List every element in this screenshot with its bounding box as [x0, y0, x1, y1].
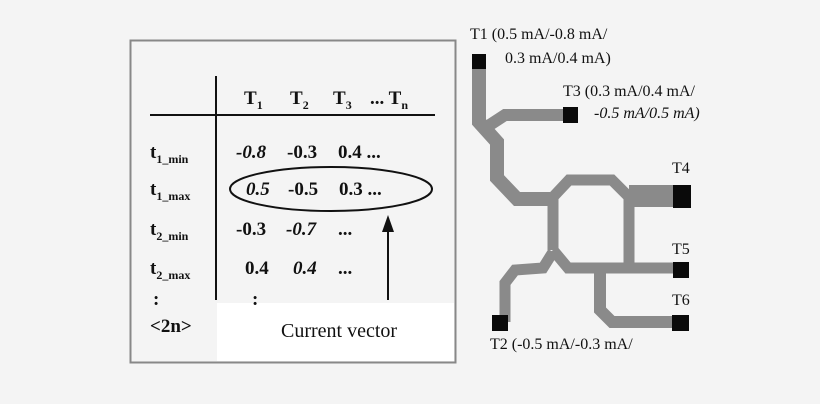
pad-t3 [563, 107, 578, 123]
t3-label-line1: T3 (0.3 mA/0.4 mA/ [563, 83, 695, 100]
pad-t4 [673, 185, 691, 208]
trace-t2 [499, 249, 558, 322]
pad-t2 [492, 315, 508, 331]
current-vector-ellipse [229, 166, 433, 212]
cell: ... [338, 258, 353, 279]
column-header-t3: T3 [333, 88, 352, 112]
annotation-background [217, 303, 454, 361]
t4-label: T4 [672, 160, 690, 177]
trace-t3 [478, 109, 571, 136]
row-label-t1-max: t1_max [150, 179, 191, 203]
column-header-t2: T2 [290, 88, 309, 112]
cell: 0.4 ... [338, 142, 381, 163]
cell-ellipsis: : [252, 289, 259, 310]
row-label-t2-max: t2_max [150, 258, 191, 282]
row-label-2n: <2n> [150, 316, 192, 337]
column-header-t1: T1 [244, 88, 263, 112]
trace-t6 [594, 268, 682, 328]
cell: -0.5 [288, 179, 319, 200]
trace-t1 [472, 62, 550, 206]
current-vector-label: Current vector [281, 320, 398, 342]
cell: 0.3 ... [339, 179, 382, 200]
table-frame [129, 39, 457, 364]
cell: 0.4 [245, 258, 269, 279]
cell: 0.4 [293, 258, 317, 279]
t1-label-line1: T1 (0.5 mA/-0.8 mA/ [470, 26, 608, 43]
pad-t1 [472, 54, 486, 69]
trace-t5 [548, 246, 682, 274]
t2-label: T2 (-0.5 mA/-0.3 mA/ [490, 336, 633, 353]
pad-t6 [672, 315, 689, 331]
cell: -0.7 [286, 219, 317, 240]
trace-octagon [547, 174, 635, 268]
t3-label-line2: -0.5 mA/0.5 mA) [594, 105, 700, 122]
cell: -0.8 [236, 142, 267, 163]
arrow-up-icon [382, 215, 394, 232]
row-label-t2-min: t2_min [150, 219, 189, 243]
t6-label: T6 [672, 292, 690, 309]
pad-t5 [673, 262, 689, 278]
cell: -0.3 [236, 219, 267, 240]
circuit-traces [472, 62, 682, 328]
cell: ... [338, 219, 353, 240]
row-label-ellipsis: : [153, 289, 160, 310]
cell: -0.3 [287, 142, 318, 163]
row-label-t1-min: t1_min [150, 142, 189, 166]
t1-label-line2: 0.3 mA/0.4 mA) [505, 50, 611, 67]
cell: 0.5 [246, 179, 270, 200]
t5-label: T5 [672, 241, 690, 258]
column-header-tn: ... Tn [370, 88, 409, 112]
